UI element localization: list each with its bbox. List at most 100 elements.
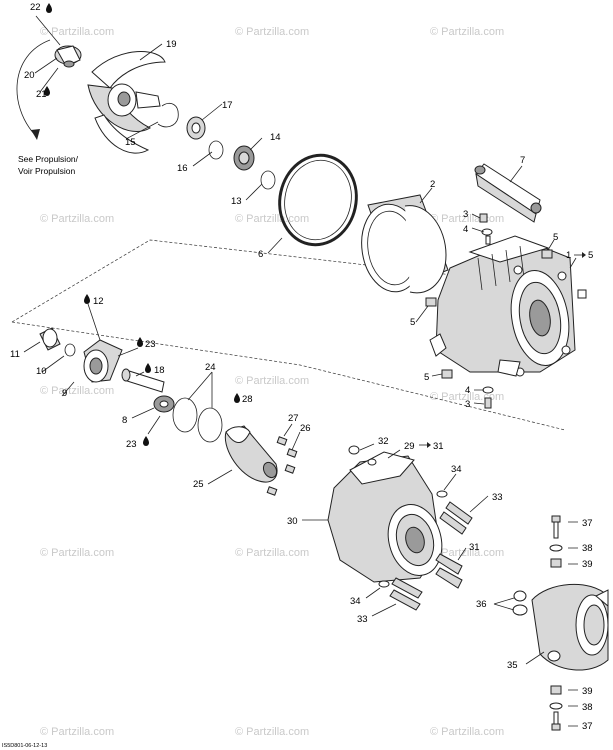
drop-icon xyxy=(234,393,240,403)
part-10-oring xyxy=(64,343,76,357)
drop-icon xyxy=(143,436,149,446)
part-35-steering-nozzle xyxy=(493,583,609,671)
part-37-bolt-top-shank xyxy=(553,521,559,539)
callout-9: 9 xyxy=(62,388,67,399)
part-5-plug-b xyxy=(425,297,437,307)
callout-25: 25 xyxy=(193,479,204,490)
callout-28: 28 xyxy=(242,394,253,405)
callout-5-bottom: 5 xyxy=(424,372,429,383)
callout-7: 7 xyxy=(520,155,525,166)
callout-21: 21 xyxy=(36,89,47,100)
watermark-5: © Partzilla.com xyxy=(235,213,309,225)
propulsion-arrow xyxy=(16,39,51,136)
callout-34-lower: 34 xyxy=(350,596,361,607)
propulsion-note: See Propulsion/ Voir Propulsion xyxy=(18,154,79,176)
drop-icon xyxy=(46,3,52,13)
callout-1: 1 xyxy=(566,250,571,261)
part-26-screw xyxy=(286,448,298,458)
callout-33-lower: 33 xyxy=(357,614,368,625)
arrowhead-icon xyxy=(31,129,40,140)
part-4-stud-top xyxy=(485,235,491,245)
part-3-screw-top xyxy=(479,213,488,223)
part-3-screw-bottom xyxy=(484,397,492,409)
callout-14: 14 xyxy=(270,132,281,143)
watermark-2: © Partzilla.com xyxy=(235,26,309,38)
callout-37-top: 37 xyxy=(582,518,593,529)
part-18-end xyxy=(121,368,131,382)
drawing-code: IS5D801-06-12-13 xyxy=(2,743,47,749)
drop-icon xyxy=(137,337,143,347)
part-38-washer-top xyxy=(549,544,563,552)
callout-5-top: 5 xyxy=(553,232,558,243)
callout-27: 27 xyxy=(288,413,299,424)
part-24-orings xyxy=(172,371,223,443)
note-line-2: Voir Propulsion xyxy=(18,166,75,176)
arrow-right-icon-head xyxy=(582,252,586,258)
part-4-washer-bottom xyxy=(482,386,494,394)
part-37-bolt-bottom-head xyxy=(551,723,561,731)
callout-32: 32 xyxy=(378,436,389,447)
callout-6: 6 xyxy=(258,249,263,260)
watermark-7: © Partzilla.com xyxy=(40,385,114,397)
part-34-washer-b xyxy=(378,580,390,588)
watermark-1: © Partzilla.com xyxy=(40,26,114,38)
part-20-body xyxy=(56,45,81,67)
callout-22: 22 xyxy=(30,2,41,13)
callout-13: 13 xyxy=(231,196,242,207)
callout-23-top: 23 xyxy=(145,339,156,350)
callout-36: 36 xyxy=(476,599,487,610)
part-38-washer-bottom xyxy=(549,702,563,710)
callout-38-top: 38 xyxy=(582,543,593,554)
leader-lines-top xyxy=(34,15,263,201)
watermark-3: © Partzilla.com xyxy=(430,26,504,38)
watermark-10: © Partzilla.com xyxy=(40,547,114,559)
callout-30: 30 xyxy=(287,516,298,527)
part-27-screw-b xyxy=(266,486,278,496)
callout-20: 20 xyxy=(24,70,35,81)
pump-housing xyxy=(429,235,576,377)
callout-34-upper: 34 xyxy=(451,464,462,475)
cone-fasteners xyxy=(266,423,301,496)
drop-icon xyxy=(44,86,50,96)
part-16-oring xyxy=(208,140,224,160)
callout-24: 24 xyxy=(205,362,216,373)
callout-4-bottom: 4 xyxy=(465,385,470,396)
shaft-group xyxy=(23,303,175,435)
callout-37-bottom: 37 xyxy=(582,721,593,732)
part-34-washer-a xyxy=(436,490,448,498)
leader-lines-shaft xyxy=(23,303,161,435)
arrow-right-icon-head xyxy=(427,442,431,448)
lubricant-drop-icons xyxy=(44,3,240,446)
watermark-13: © Partzilla.com xyxy=(40,726,114,738)
callout-2: 2 xyxy=(430,179,435,190)
steering-hardware xyxy=(549,515,578,731)
callout-35: 35 xyxy=(507,660,518,671)
drop-icon xyxy=(145,363,151,373)
range-arrows xyxy=(419,252,586,448)
drop-icon xyxy=(84,294,90,304)
part-19-impeller xyxy=(87,51,166,154)
callout-31: 31 xyxy=(469,542,480,553)
part-13-oring xyxy=(260,170,276,190)
callout-10: 10 xyxy=(36,366,47,377)
callout-4-top: 4 xyxy=(463,224,468,235)
callout-8: 8 xyxy=(122,415,127,426)
part-2-wear-ring xyxy=(361,187,449,294)
watermark-15: © Partzilla.com xyxy=(430,726,504,738)
part-1-plug xyxy=(577,289,587,299)
watermark-12: © Partzilla.com xyxy=(430,547,504,559)
callout-29: 29 xyxy=(404,441,415,452)
part-15-circlip xyxy=(157,102,179,128)
callout-38-bottom: 38 xyxy=(582,702,593,713)
impeller-group xyxy=(16,15,276,201)
part-39-bushing-bottom xyxy=(550,685,562,695)
watermark-8: © Partzilla.com xyxy=(235,375,309,387)
part-12-bore xyxy=(89,357,103,375)
part-8-inner xyxy=(159,400,169,408)
callout-26: 26 xyxy=(300,423,311,434)
assembly-boundary xyxy=(11,239,566,431)
callout-39-top: 39 xyxy=(582,559,593,570)
callout-29-range-end: 31 xyxy=(433,441,444,452)
callout-3-top: 3 xyxy=(463,209,468,220)
part-33-bolt-c xyxy=(389,589,421,611)
